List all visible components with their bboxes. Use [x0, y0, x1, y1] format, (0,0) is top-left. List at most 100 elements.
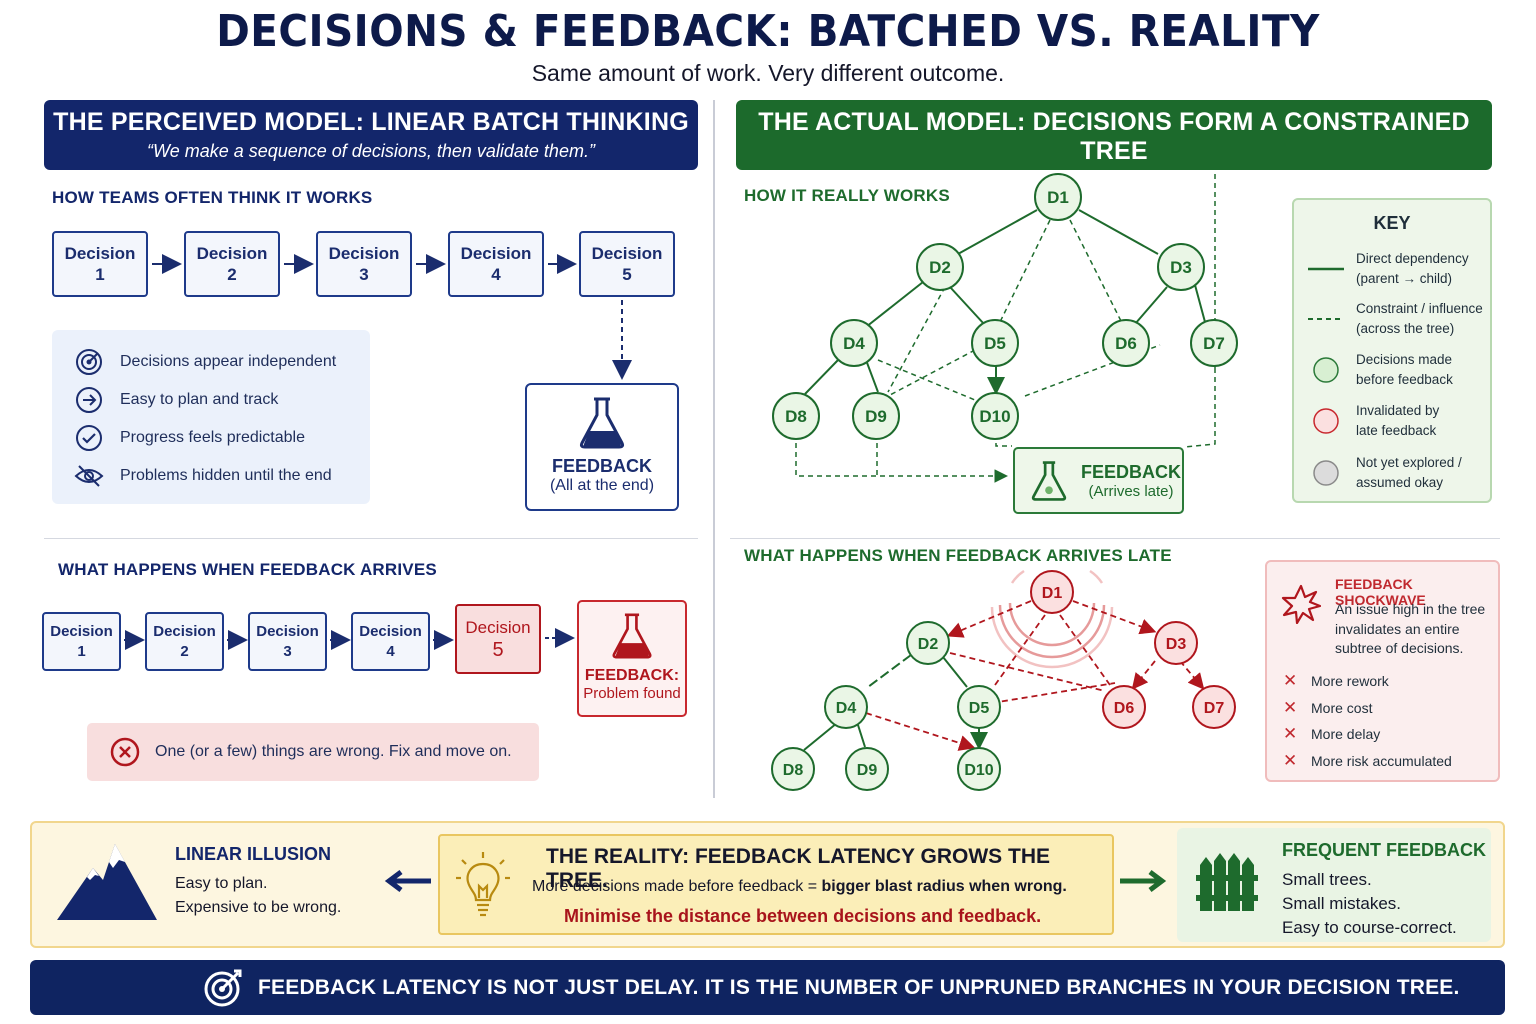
linear-illusion-title: LINEAR ILLUSION — [175, 844, 331, 864]
decision-label: Decision — [591, 244, 663, 263]
decision-label: Decision — [256, 622, 319, 640]
banner-quote: “We make a sequence of decisions, then v… — [147, 141, 595, 161]
node-d7 — [1192, 685, 1236, 729]
key-text: assumed okay — [1356, 475, 1444, 490]
key-text: Invalidated by — [1356, 403, 1440, 418]
info-text: Decisions appear independent — [120, 353, 337, 370]
node-label: D8 — [783, 762, 804, 779]
node-d5 — [957, 685, 1001, 729]
section-heading: HOW IT REALLY WORKS — [744, 186, 950, 205]
reality-callout: Minimise the distance between decisions … — [564, 906, 1042, 926]
reality-panel: THE REALITY: FEEDBACK LATENCY GROWS THE … — [438, 834, 1114, 935]
key-row: Direct dependency(parent → child) — [1308, 249, 1469, 289]
node-label: D5 — [984, 334, 1006, 353]
feedback-subtitle: (All at the end) — [549, 477, 655, 494]
decision-number: 3 — [283, 642, 292, 660]
node-label: D1 — [1042, 585, 1063, 602]
column-divider — [713, 100, 715, 798]
node-label: D9 — [865, 407, 887, 426]
node-label: D7 — [1204, 700, 1225, 717]
key-row: Not yet explored / assumed okay — [1308, 453, 1462, 493]
flask-icon — [1031, 460, 1067, 501]
node-d7 — [1190, 319, 1238, 367]
fix-note-panel: One (or a few) things are wrong. Fix and… — [87, 723, 539, 781]
node-label: D5 — [969, 700, 990, 717]
feedback-problem-box: FEEDBACK: Problem found — [577, 600, 687, 717]
right-arrow-icon — [1120, 870, 1167, 892]
page-subtitle: Same amount of work. Very different outc… — [531, 60, 1005, 86]
key-row: Decisions made before feedback — [1308, 350, 1453, 390]
feedback-title: FEEDBACK — [1081, 461, 1182, 482]
decision-label: Decision — [50, 622, 113, 640]
target-icon — [76, 349, 102, 375]
node-d2 — [906, 621, 950, 665]
node-label: D10 — [979, 407, 1010, 426]
node-d10 — [971, 392, 1019, 440]
left-arrow-icon — [384, 870, 431, 892]
lightbulb-icon — [456, 852, 510, 917]
decision-number: 2 — [180, 642, 189, 660]
eye-off-icon — [74, 465, 104, 487]
node-d3 — [1157, 243, 1205, 291]
x-icon: ✕ — [1283, 750, 1298, 770]
key-text: (parent → child) — [1356, 271, 1453, 286]
shockwave-title: FEEDBACK SHOCKWAVE — [1335, 576, 1426, 608]
node-label: D6 — [1115, 334, 1137, 353]
node-label: D9 — [857, 762, 878, 779]
key-legend: KEY Direct dependency(parent → child) Co… — [1292, 198, 1492, 503]
info-row: Problems hidden until the end — [74, 461, 332, 491]
node-d4 — [830, 319, 878, 367]
actual-model-banner: THE ACTUAL MODEL: DECISIONS FORM A CONST… — [736, 100, 1492, 190]
decision-box: Decision 1 — [42, 612, 121, 671]
mountain-icon — [57, 844, 157, 920]
decision-label: Decision — [64, 244, 136, 263]
node-d2 — [916, 243, 964, 291]
section-heading: WHAT HAPPENS WHEN FEEDBACK ARRIVES — [58, 560, 437, 579]
info-row: Progress feels predictable — [74, 423, 305, 453]
reality-text: More decisions made before feedback = — [532, 878, 822, 895]
key-text: Not yet explored / — [1356, 455, 1462, 470]
node-label: D2 — [929, 258, 951, 277]
x-icon: ✕ — [1283, 671, 1298, 691]
key-text: Decisions made — [1356, 352, 1453, 367]
decision-number: 1 — [95, 265, 105, 284]
footer-text: FEEDBACK LATENCY IS NOT JUST DELAY. IT I… — [258, 975, 1460, 999]
check-circle-icon — [76, 425, 102, 451]
node-d1 — [1034, 173, 1082, 221]
node-d3 — [1154, 621, 1198, 665]
info-row: Decisions appear independent — [74, 347, 336, 377]
target-arrow-icon — [204, 969, 242, 1006]
reality-emphasis: bigger blast radius when wrong. — [821, 878, 1067, 895]
red-circle-icon — [1313, 408, 1339, 434]
frequent-feedback-title: FREQUENT FEEDBACK — [1282, 840, 1487, 860]
decision-number: 5 — [492, 639, 504, 661]
arrow-circle-icon — [76, 387, 102, 413]
node-label: D2 — [918, 636, 939, 653]
node-d8 — [771, 747, 815, 791]
feedback-title: FEEDBACK: — [584, 667, 680, 684]
key-text: before feedback — [1356, 372, 1453, 387]
key-text: (across the tree) — [1356, 321, 1455, 336]
decision-tree-diagram: D1 D2 D3 D4 D5 D6 D7 D8 D9 D10 — [772, 170, 1238, 483]
node-label: D4 — [843, 334, 865, 353]
fix-note-text: One (or a few) things are wrong. Fix and… — [155, 743, 512, 760]
linear-illusion-text: Expensive to be wrong. — [175, 899, 342, 916]
feedback-subtitle: Problem found — [583, 685, 681, 702]
key-title: KEY — [1373, 213, 1411, 233]
frequent-feedback-text: Small mistakes. — [1282, 894, 1402, 913]
perceived-benefits-panel: Decisions appear independent Easy to pla… — [52, 330, 370, 504]
shockwave-desc: An issue high in the tree — [1335, 601, 1486, 617]
x-icon: ✕ — [1283, 697, 1298, 717]
decision-box: Decision 3 — [248, 612, 327, 671]
shockwave-tree-diagram: D1 D2 D3 D4 D5 D6 D7 D8 D9 D10 — [771, 569, 1236, 791]
decision-label: Decision — [328, 244, 400, 263]
node-label: D8 — [785, 407, 807, 426]
key-row: Constraint / influence(across the tree) — [1308, 299, 1483, 339]
node-d8 — [772, 392, 820, 440]
decision-number: 1 — [77, 642, 86, 660]
flask-icon — [579, 397, 625, 449]
left-section-divider — [44, 538, 698, 539]
